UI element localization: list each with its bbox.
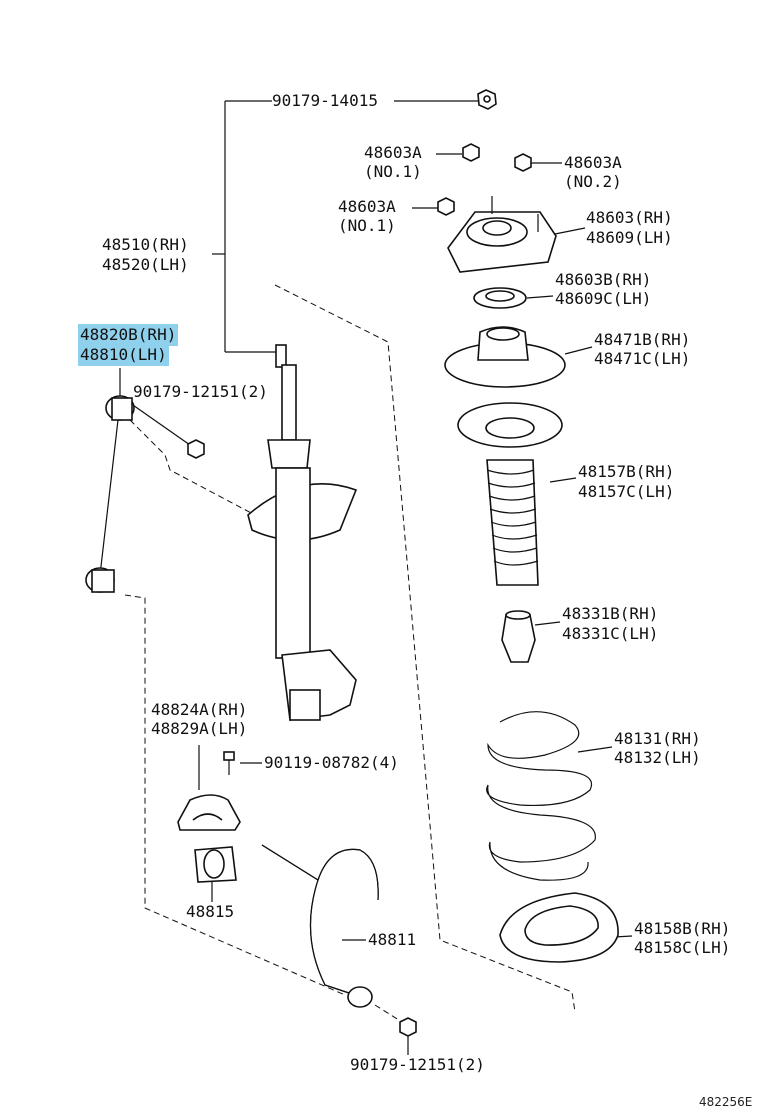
- label-48520-lh: 48520(LH): [102, 255, 189, 275]
- upper-spring-seat-icon: [444, 326, 566, 388]
- stabilizer-link-icon: [85, 395, 135, 593]
- label-48157c-lh: 48157C(LH): [578, 482, 675, 502]
- label-90179-12151-top: 90179-12151(2): [133, 382, 268, 402]
- label-48609-lh: 48609(LH): [586, 228, 673, 248]
- label-90119-08782: 90119-08782(4): [264, 753, 399, 773]
- label-48603a-no2: 48603A: [564, 153, 622, 173]
- label-48824a-rh: 48824A(RH): [151, 700, 248, 720]
- stabilizer-bar-icon: [261, 844, 379, 1008]
- dust-boot-icon: [457, 402, 563, 586]
- upper-support-mount-icon: [447, 196, 557, 273]
- link-nut-top-icon: [187, 439, 205, 459]
- stabilizer-bushing-icon: [194, 846, 237, 883]
- label-48131-rh: 48131(RH): [614, 729, 701, 749]
- label-48810-lh[interactable]: 48810(LH): [78, 344, 169, 366]
- label-90179-12151-bottom: 90179-12151(2): [350, 1055, 485, 1075]
- label-48811: 48811: [368, 930, 417, 950]
- label-48603b-rh: 48603B(RH): [555, 270, 652, 290]
- stabilizer-bracket-icon: [177, 794, 241, 831]
- bearing-ring-icon: [473, 287, 527, 309]
- coil-spring-icon: [486, 711, 596, 881]
- top-nut-icon: [477, 89, 497, 110]
- label-48815: 48815: [186, 902, 235, 922]
- label-48603a-no1-a-sub: (NO.1): [364, 162, 422, 182]
- bump-stopper-icon: [501, 610, 536, 663]
- label-48609c-lh: 48609C(LH): [555, 289, 652, 309]
- label-48471b-rh: 48471B(RH): [594, 330, 691, 350]
- bracket-bolt-icon: [223, 751, 235, 775]
- bar-nut-bottom-icon: [399, 1017, 417, 1037]
- label-48829a-lh: 48829A(LH): [151, 719, 248, 739]
- label-48603a-no1-b: 48603A: [338, 197, 396, 217]
- label-48158c-lh: 48158C(LH): [634, 938, 731, 958]
- nut-48603a-3-icon: [437, 197, 455, 216]
- label-48157b-rh: 48157B(RH): [578, 462, 675, 482]
- label-48603a-no1-a: 48603A: [364, 143, 422, 163]
- label-48331b-rh: 48331B(RH): [562, 604, 659, 624]
- label-48510-rh: 48510(RH): [102, 235, 189, 255]
- label-48331c-lh: 48331C(LH): [562, 624, 659, 644]
- label-48158b-rh: 48158B(RH): [634, 919, 731, 939]
- shock-absorber-strut-icon: [247, 344, 358, 721]
- nut-48603a-2-icon: [514, 153, 532, 172]
- assembly-dashed-lines: [124, 284, 576, 1023]
- lower-insulator-icon: [499, 892, 619, 963]
- nut-48603a-1-icon: [462, 143, 480, 162]
- label-48820b-rh[interactable]: 48820B(RH): [78, 324, 179, 346]
- label-48603-rh: 48603(RH): [586, 208, 673, 228]
- label-48471c-lh: 48471C(LH): [594, 349, 691, 369]
- leader-lines: [119, 100, 633, 1055]
- label-90179-14015: 90179-14015: [272, 91, 378, 111]
- label-48603a-no2-sub: (NO.2): [564, 172, 622, 192]
- label-48603a-no1-b-sub: (NO.1): [338, 216, 396, 236]
- diagram-reference-code: 482256E: [699, 1095, 753, 1109]
- label-48132-lh: 48132(LH): [614, 748, 701, 768]
